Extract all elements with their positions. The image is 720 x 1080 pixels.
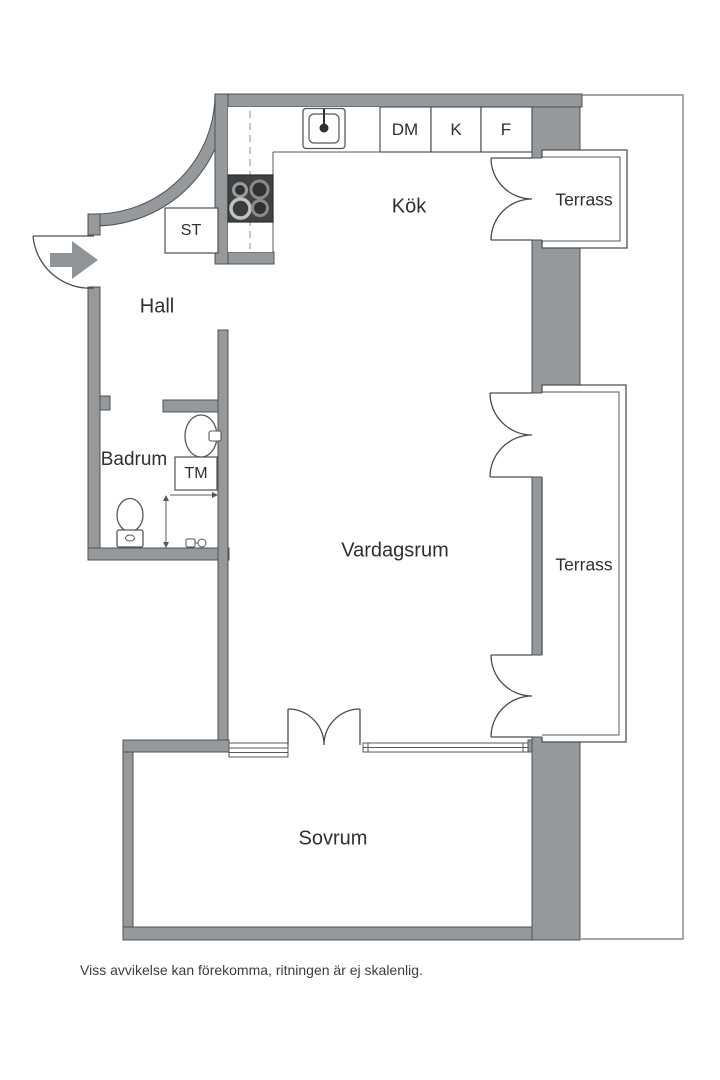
terrace-right-outline	[541, 384, 627, 743]
terrace-right-railing	[542, 391, 620, 736]
kitchen-counter	[227, 106, 533, 252]
bedroom-window-left	[228, 742, 289, 758]
wall-left-top	[87, 213, 101, 236]
dishwasher-label: DM	[391, 120, 419, 139]
bedroom-label: Sovrum	[298, 827, 368, 850]
wall-left-main	[87, 286, 101, 561]
wall-bath-door-stub	[99, 395, 111, 411]
bedroom-double-door	[287, 708, 361, 746]
closet-box	[164, 207, 219, 254]
wall-right-b	[531, 239, 581, 394]
kitchen-sink-icon	[302, 107, 346, 150]
wall-curved	[94, 93, 228, 227]
counter-edges	[272, 151, 380, 252]
bath-sink-icon	[184, 414, 222, 458]
bathroom-fixtures	[116, 414, 222, 548]
wall-living-left	[217, 329, 229, 753]
kitchen-terrace-door	[490, 157, 533, 241]
freezer-label: F	[500, 120, 512, 139]
building-outline	[581, 94, 684, 940]
toilet-icon	[116, 497, 144, 548]
fridge-box	[430, 106, 482, 153]
shower-head-icon	[185, 538, 207, 548]
walls	[87, 93, 583, 941]
terrace-top-outline	[541, 149, 628, 249]
wall-right-d	[531, 736, 581, 941]
entrance-door	[32, 235, 95, 289]
hall-label: Hall	[139, 295, 175, 318]
stove-icon	[227, 174, 274, 223]
windows	[228, 742, 529, 758]
wall-top	[214, 93, 583, 108]
living-terrace-door-top	[489, 392, 533, 478]
entrance-arrow-icon	[50, 241, 98, 279]
disclaimer-text: Viss avvikelse kan förekomma, ritningen …	[80, 962, 423, 978]
wall-bedroom-left	[122, 739, 134, 941]
shower-area	[163, 492, 218, 548]
wall-bath-top	[162, 399, 220, 413]
wall-bath-bottom	[87, 547, 230, 561]
freezer-box	[480, 106, 533, 153]
washing-machine-label: TM	[184, 465, 208, 482]
terraces	[541, 149, 628, 743]
closet-label: ST	[180, 222, 202, 239]
living-terrace-door-bottom	[490, 654, 533, 738]
wall-bedroom-top-left	[122, 739, 230, 753]
washing-machine-box	[174, 456, 218, 491]
bedroom-window-right	[362, 742, 529, 753]
terrace-top-label: Terrass	[555, 189, 613, 210]
wall-peninsula-stub	[227, 251, 275, 265]
fridge-label: K	[450, 120, 462, 139]
kitchen-label: Kök	[391, 195, 427, 218]
doors	[32, 157, 533, 746]
dishwasher-box	[379, 106, 432, 153]
living-room-label: Vardagsrum	[341, 539, 449, 562]
terrace-top-railing	[542, 156, 621, 242]
terrace-right-label: Terrass	[555, 554, 613, 575]
bathroom-label: Badrum	[100, 449, 168, 470]
wall-bedroom-bottom	[122, 926, 581, 941]
